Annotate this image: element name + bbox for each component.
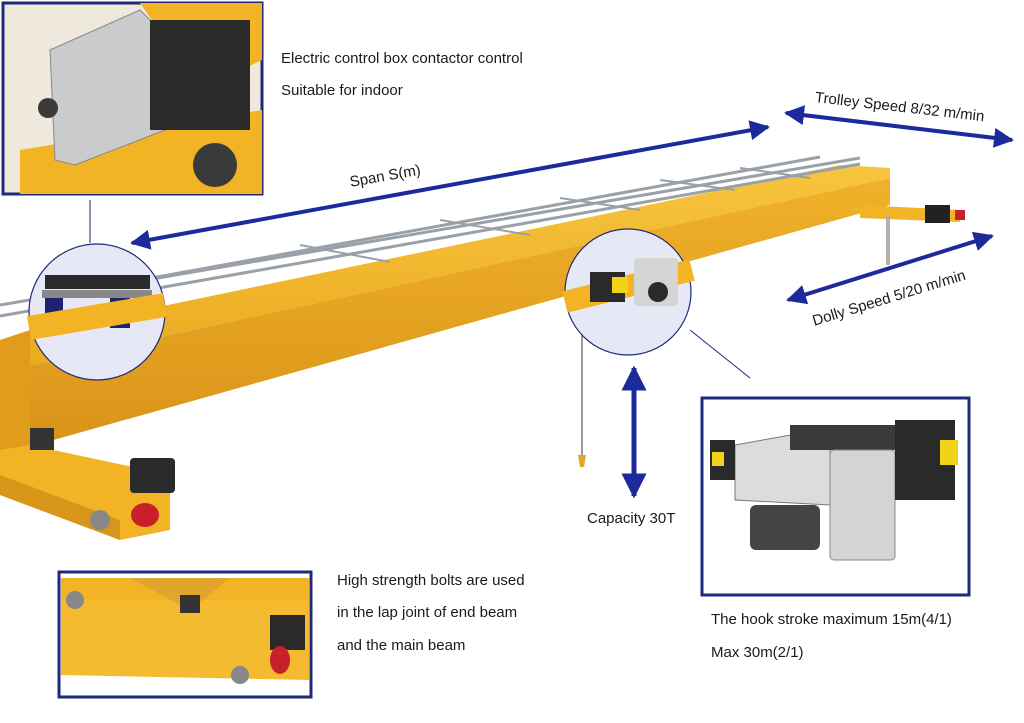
far-end-beam xyxy=(860,205,965,265)
bolts-label-line3: and the main beam xyxy=(337,637,466,654)
span-arrow xyxy=(130,120,770,250)
hoist-detail-callout xyxy=(562,228,751,379)
control-box-label-line2: Suitable for indoor xyxy=(281,82,403,99)
near-end-beam xyxy=(0,428,175,540)
hook-stroke-label-line2: Max 30m(2/1) xyxy=(711,644,804,661)
bolts-label-line2: in the lap joint of end beam xyxy=(337,604,518,621)
control-box-photo-icon xyxy=(1,1,264,196)
hoist-photo-icon xyxy=(700,396,971,597)
rail-detail-callout xyxy=(26,200,168,381)
bolts-label-line1: High strength bolts are used xyxy=(337,572,525,589)
dolly-speed-arrow xyxy=(786,231,994,305)
hook-stroke-label-line1: The hook stroke maximum 15m(4/1) xyxy=(711,611,952,628)
trolley-speed-arrow xyxy=(784,105,1014,148)
end-beam-photo-icon xyxy=(57,570,313,699)
capacity-label: Capacity 30T xyxy=(587,510,676,527)
control-box-label-line1: Electric control box contactor control xyxy=(281,50,523,67)
